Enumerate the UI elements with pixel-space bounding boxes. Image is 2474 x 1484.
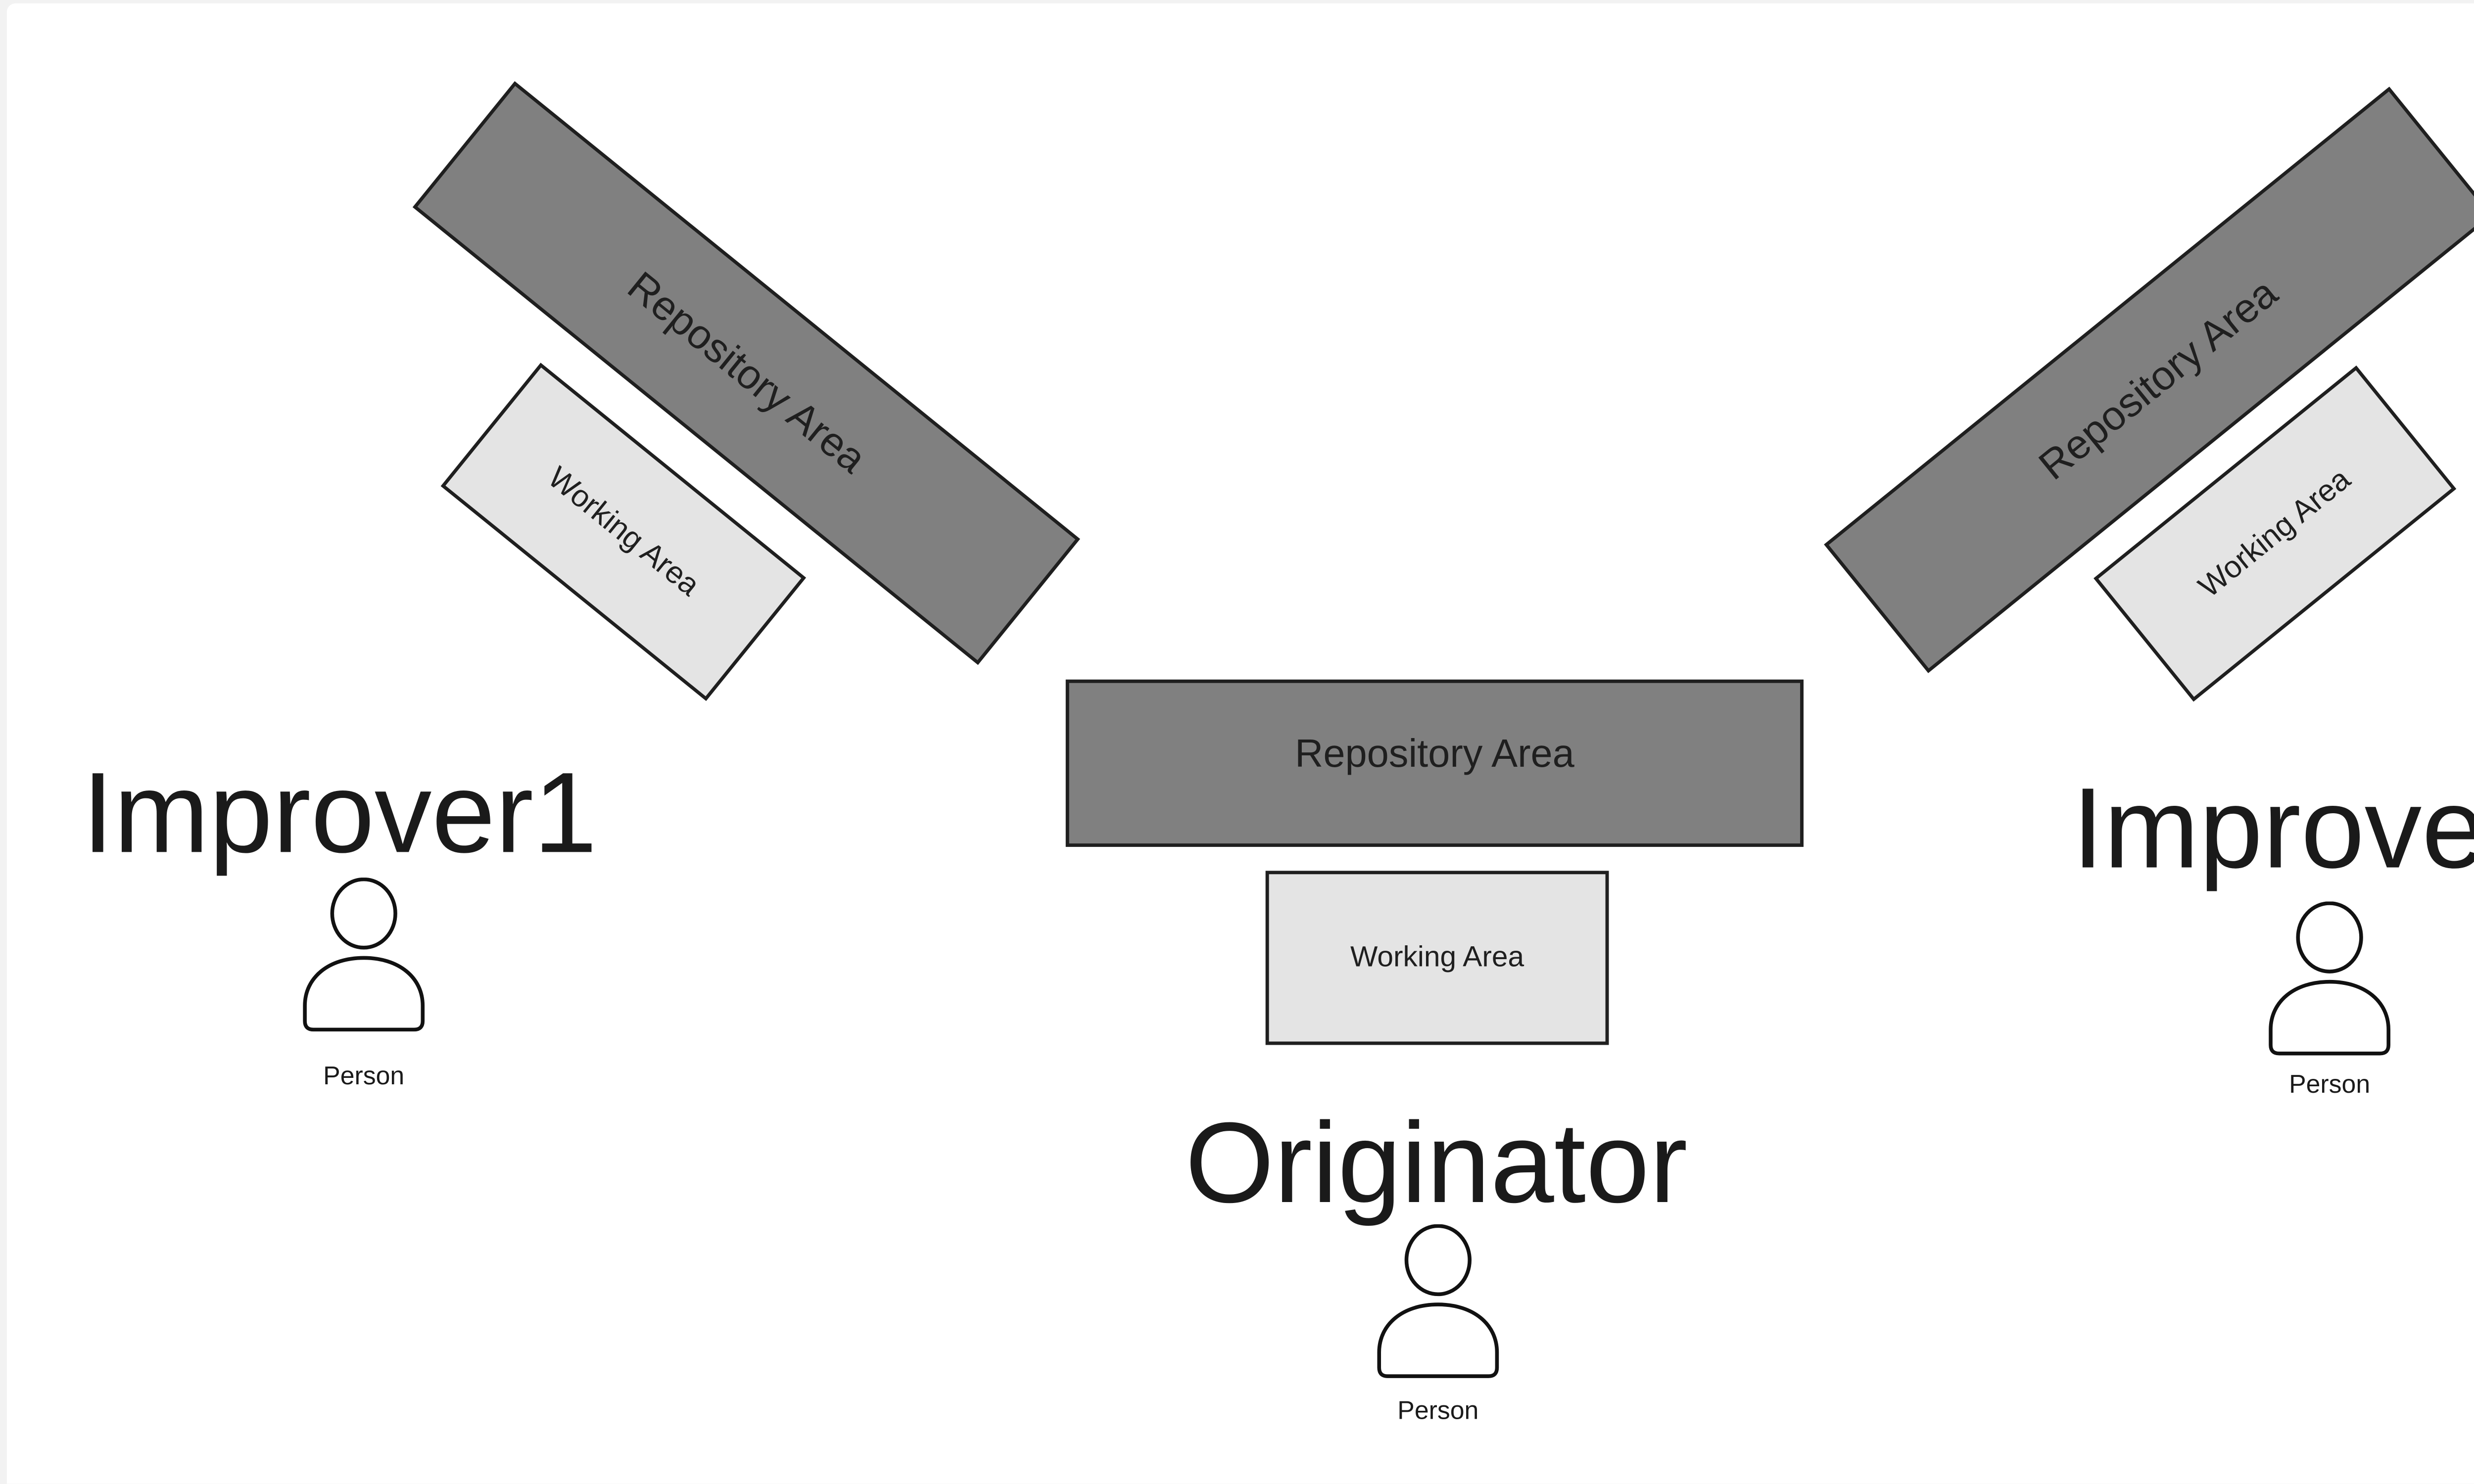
originator-working-label: Working Area [1350,940,1524,974]
diagram-canvas: Repository Area Working Area Improver1 P… [6,3,2474,1484]
originator-repository-label: Repository Area [1294,730,1574,775]
originator-person[interactable]: Person [1373,1224,1503,1428]
originator-working-area[interactable]: Working Area [1265,871,1609,1045]
improver2-working-label: Working Area [2192,462,2357,604]
improver1-person[interactable]: Person [299,878,428,1093]
originator-title[interactable]: Originator [1185,1099,1688,1228]
improver1-working-label: Working Area [541,460,707,603]
originator-person-label: Person [1397,1396,1479,1426]
person-icon [303,878,425,1032]
improver1-person-label: Person [323,1062,405,1091]
person-icon [2269,901,2390,1056]
improver2-title[interactable]: Improver2 [2072,765,2474,893]
improver1-repository-label: Repository Area [619,263,875,482]
improver2-person[interactable]: Person [2265,901,2394,1101]
originator-repository-area[interactable]: Repository Area [1065,679,1804,847]
improver1-title[interactable]: Improver1 [82,749,597,878]
improver2-person-label: Person [2289,1070,2371,1100]
person-icon [1377,1224,1499,1378]
